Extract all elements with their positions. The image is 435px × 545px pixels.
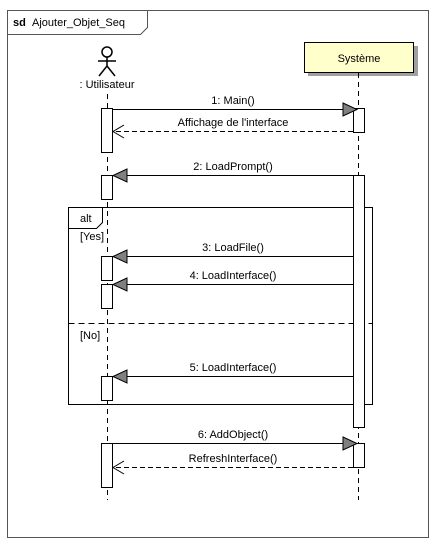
arrowhead [111, 277, 128, 292]
actor-activation [101, 256, 113, 281]
message-label: 5: LoadInterface() [190, 362, 277, 374]
actor-activation [101, 284, 113, 309]
message-label: 3: LoadFile() [202, 242, 264, 254]
alt-operator: alt [80, 213, 92, 225]
actor-activation [101, 108, 113, 153]
arrowhead [342, 436, 359, 451]
guard-yes: [Yes] [80, 231, 104, 243]
actor-label: : Utilisateur [79, 79, 134, 91]
system-activation [353, 108, 365, 133]
alt-fragment [68, 207, 373, 405]
alt-operator-tab [68, 207, 103, 229]
arrowhead [111, 249, 128, 264]
message-label: 2: LoadPrompt() [193, 161, 272, 173]
sd-frame [7, 10, 429, 538]
actor-activation [101, 175, 113, 200]
actor-activation [101, 376, 113, 401]
message-label: 4: LoadInterface() [190, 270, 277, 282]
system-activation [353, 443, 365, 468]
actor-icon [98, 46, 116, 77]
actor-activation [101, 443, 113, 488]
arrowhead [111, 168, 128, 183]
frame-name: Ajouter_Objet_Seq [32, 17, 125, 29]
system-box [304, 42, 414, 73]
message-label: 1: Main() [211, 95, 254, 107]
open-arrowhead [112, 460, 125, 475]
frame-keyword: sd [13, 17, 26, 29]
return-label: RefreshInterface() [189, 453, 278, 465]
sd-frame-tab [7, 10, 148, 35]
open-arrowhead [112, 124, 125, 139]
system-activation [353, 175, 365, 428]
arrowhead [342, 102, 359, 117]
arrowhead [111, 369, 128, 384]
guard-no: [No] [80, 330, 100, 342]
message-label: 6: AddObject() [198, 429, 268, 441]
return-label: Affichage de l'interface [178, 117, 289, 129]
system-label: Système [338, 53, 381, 65]
